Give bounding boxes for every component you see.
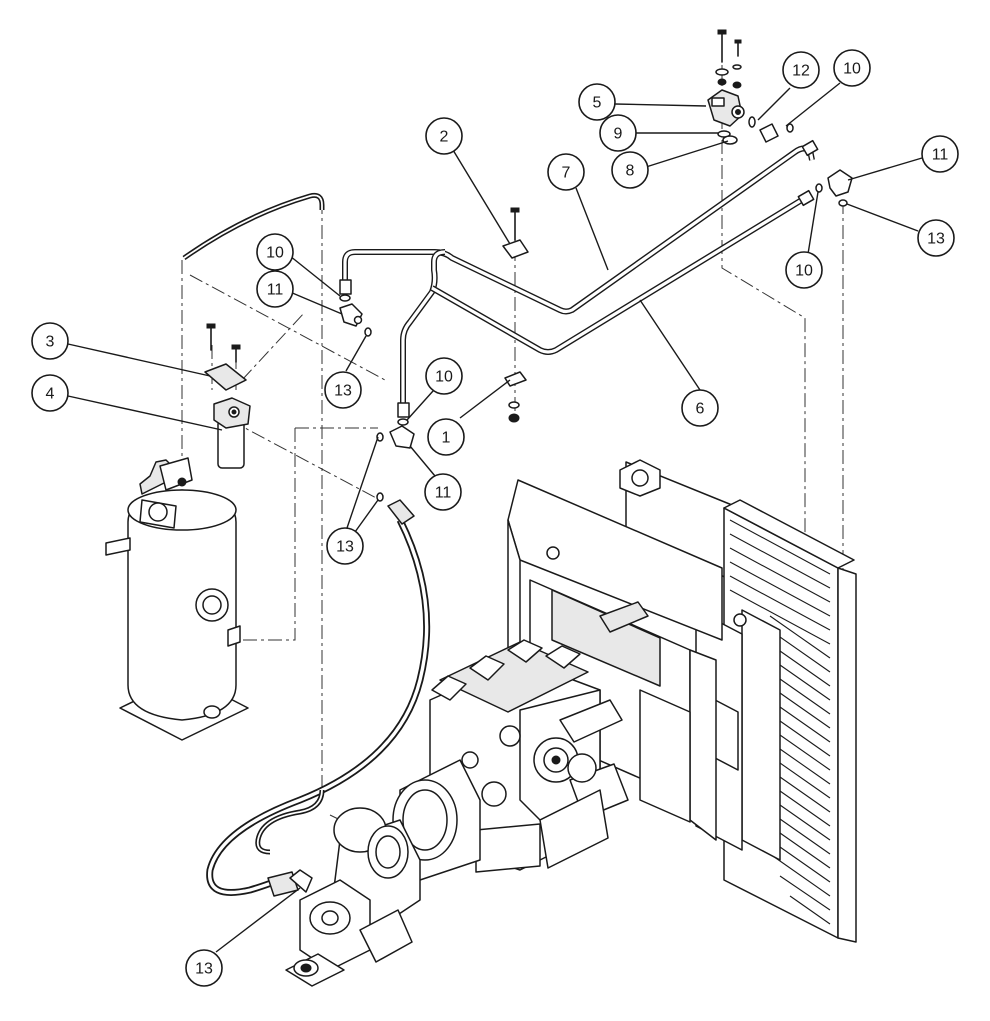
callout-8-label: 8 [626, 163, 635, 180]
callout-7-label: 7 [562, 165, 571, 182]
callout-13-center: 13 [326, 527, 364, 565]
engine [392, 639, 629, 881]
callout-2: 2 [425, 117, 463, 155]
callout-6: 6 [681, 389, 719, 427]
receiver-tank [105, 457, 249, 741]
callout-5-label: 5 [593, 95, 602, 112]
leader-lines [67, 82, 923, 953]
callout-11-center-label: 11 [435, 485, 452, 502]
callout-5: 5 [578, 83, 616, 121]
filter-assembly [213, 397, 251, 469]
callout-13-left: 13 [324, 371, 362, 409]
callout-9-label: 9 [614, 126, 623, 143]
callout-10-left: 10 [256, 233, 294, 271]
callout-11-center: 11 [424, 473, 462, 511]
callout-4: 4 [31, 374, 69, 412]
callout-11-right: 11 [921, 135, 959, 173]
callout-6-label: 6 [696, 401, 705, 418]
callout-12: 12 [782, 51, 820, 89]
callout-10-left-label: 10 [266, 245, 284, 262]
callout-7: 7 [547, 153, 585, 191]
callout-3: 3 [31, 322, 69, 360]
callout-13-bottom-label: 13 [195, 961, 213, 978]
callout-1-label: 1 [442, 430, 451, 447]
callout-2-label: 2 [440, 129, 449, 146]
callout-3-label: 3 [46, 334, 55, 351]
callout-10-top-label: 10 [843, 61, 861, 78]
callout-13-right-label: 13 [927, 231, 945, 248]
callout-11-left: 11 [256, 270, 294, 308]
callout-1: 1 [427, 418, 465, 456]
callout-13-right: 13 [917, 219, 955, 257]
callout-10-right-label: 10 [795, 263, 813, 280]
hardware [204, 29, 853, 502]
callout-12-label: 12 [792, 63, 810, 80]
callout-10-center: 10 [425, 357, 463, 395]
callout-11-left-label: 11 [267, 282, 284, 299]
callout-8: 8 [611, 151, 649, 189]
compressor-airend [285, 807, 421, 987]
radiator-cooler [619, 459, 857, 943]
hoses [182, 192, 431, 897]
callout-10-right: 10 [785, 251, 823, 289]
callout-4-label: 4 [46, 386, 55, 403]
callout-10-top: 10 [833, 49, 871, 87]
tube-assembly [339, 139, 819, 418]
callout-13-left-label: 13 [334, 383, 352, 400]
callout-10-center-label: 10 [435, 369, 453, 386]
callout-13-center-label: 13 [336, 539, 354, 556]
callout-11-right-label: 11 [932, 147, 949, 164]
callout-13-bottom: 13 [185, 949, 223, 987]
callout-9: 9 [599, 114, 637, 152]
